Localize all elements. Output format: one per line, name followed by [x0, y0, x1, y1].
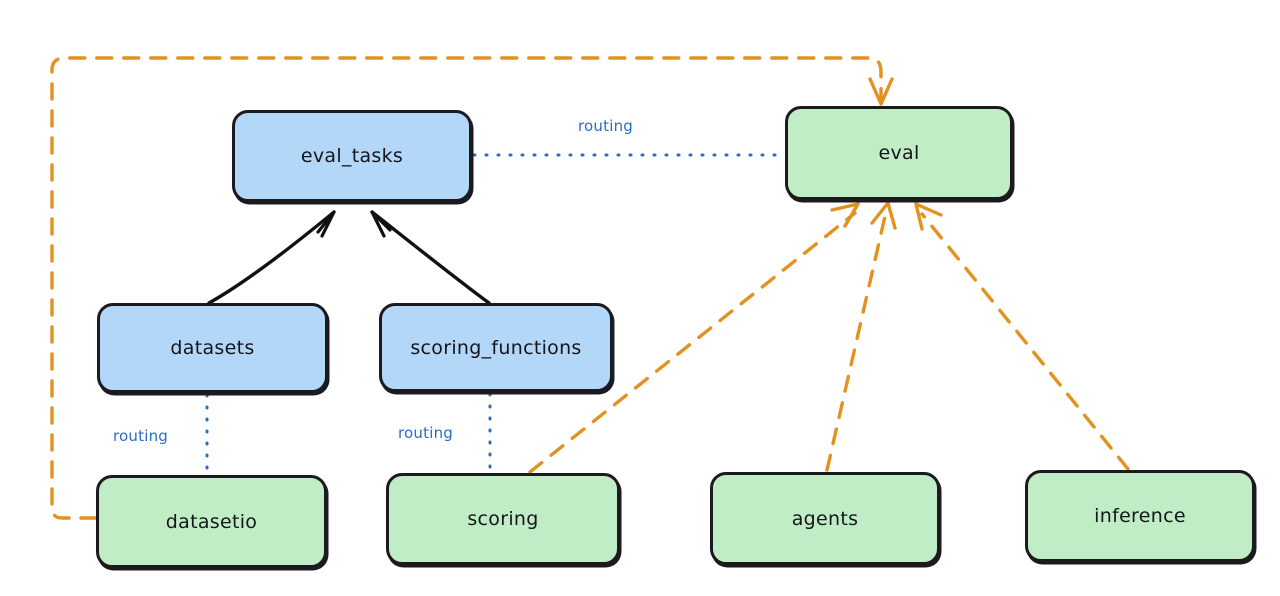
node-label-datasets: datasets [170, 337, 255, 359]
edge-inference-to-eval [914, 202, 1130, 471]
edge-label-routing-datasets: routing [113, 427, 168, 445]
node-label-eval-tasks: eval_tasks [300, 145, 404, 167]
node-label-scoring-functions: scoring_functions [410, 336, 582, 359]
node-label-inference: inference [1094, 505, 1186, 527]
node-eval-tasks[interactable]: eval_tasks [232, 110, 472, 202]
edge-label-routing-eval-tasks: routing [578, 117, 633, 135]
node-label-datasetio: datasetio [165, 510, 258, 533]
edge-scoring-functions-to-eval-tasks [370, 210, 491, 305]
edge-label-routing-scoring-functions: routing [398, 424, 453, 442]
edge-agents-to-eval [825, 201, 897, 472]
node-agents[interactable]: agents [710, 472, 940, 565]
node-datasets[interactable]: datasets [97, 303, 328, 393]
node-eval[interactable]: eval [785, 106, 1013, 200]
node-scoring-functions[interactable]: scoring_functions [379, 303, 613, 392]
node-scoring[interactable]: scoring [386, 473, 620, 565]
node-datasetio[interactable]: datasetio [96, 475, 327, 568]
edge-datasetio-to-eval [50, 56, 894, 520]
node-label-scoring: scoring [467, 508, 539, 530]
edge-datasets-to-eval-tasks [207, 210, 336, 305]
node-label-eval: eval [878, 142, 920, 164]
node-inference[interactable]: inference [1025, 470, 1255, 562]
node-label-agents: agents [791, 507, 859, 530]
